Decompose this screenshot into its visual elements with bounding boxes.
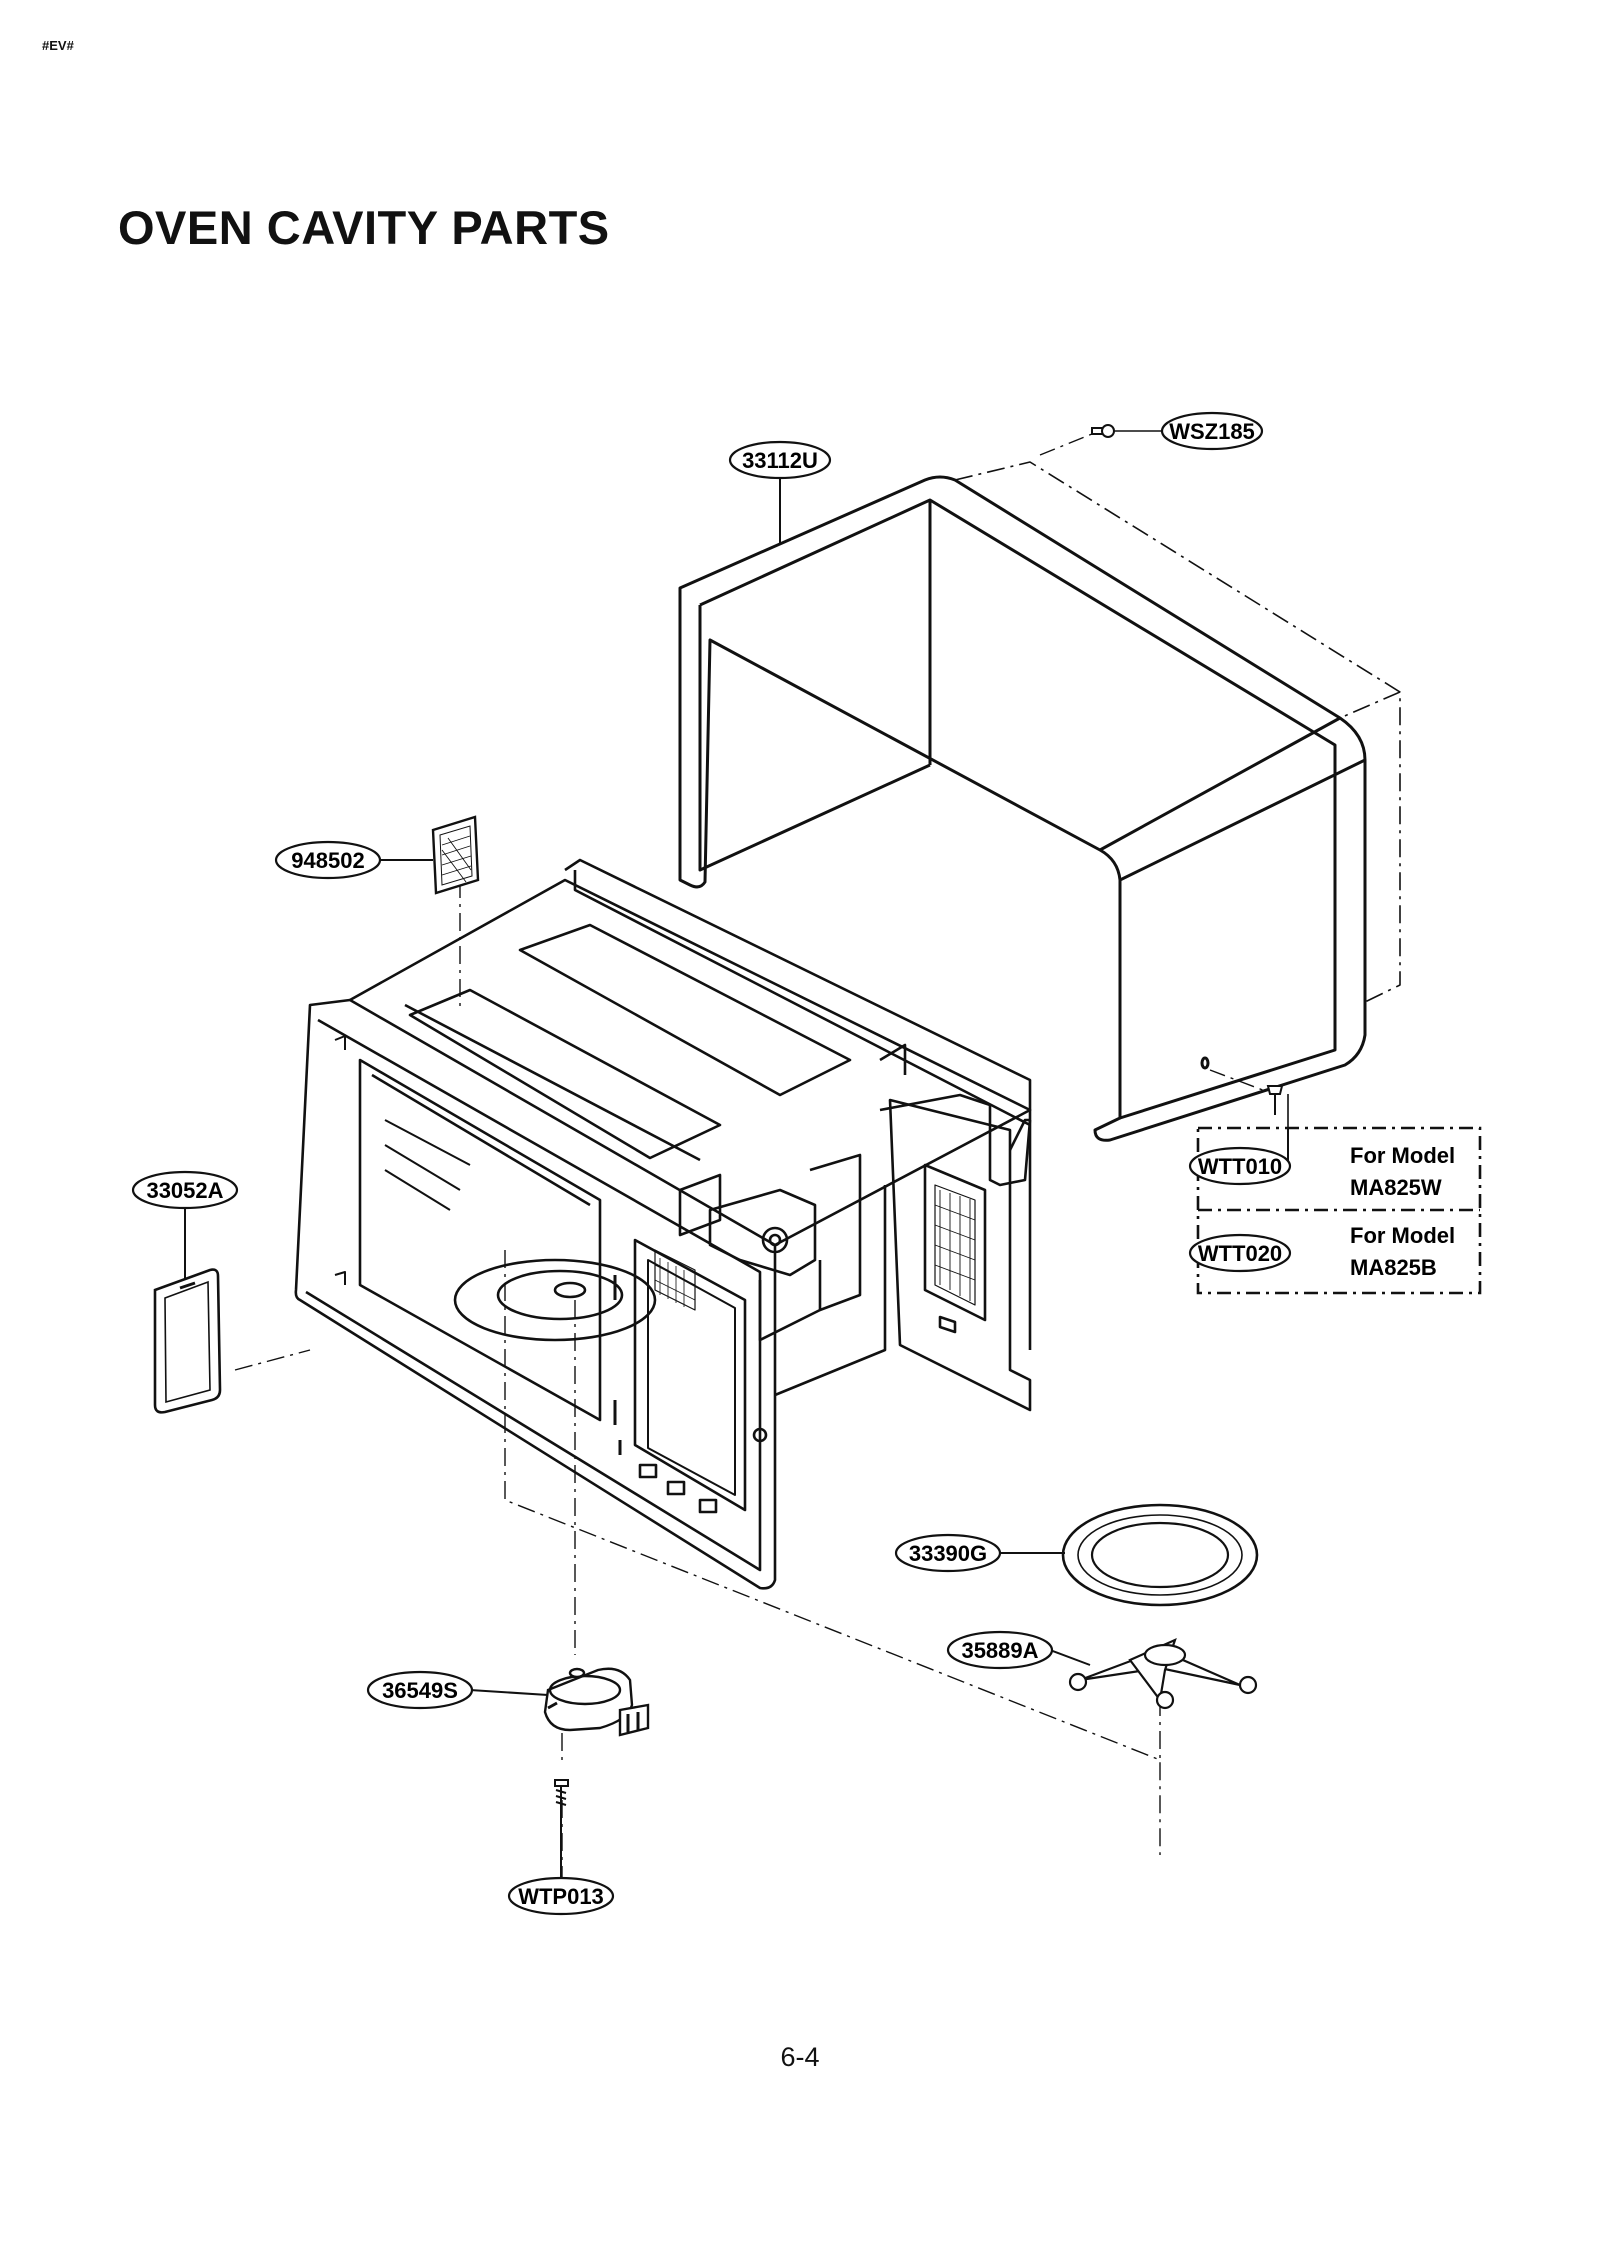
svg-text:WTP013: WTP013: [518, 1884, 604, 1909]
part-label-36549s: 36549S: [366, 1670, 474, 1710]
svg-text:35889A: 35889A: [961, 1638, 1038, 1663]
model-note-2b: MA825B: [1350, 1255, 1437, 1280]
part-948502-drawing: [431, 815, 480, 895]
svg-text:948502: 948502: [291, 848, 364, 873]
part-36549s-drawing: [543, 1667, 650, 1737]
model-notes-box: [1196, 1126, 1482, 1295]
part-label-948502: 948502: [274, 840, 382, 880]
page-number: 6-4: [780, 2042, 820, 2072]
oven-cavity-drawing: [294, 858, 1032, 1590]
screw-wtt010-drawing: [1209, 1069, 1289, 1128]
screw-wtp013-drawing: [554, 1779, 569, 1808]
part-label-wtt010: WTT010: [1188, 1146, 1292, 1186]
screw-wsz185-drawing: [1039, 424, 1162, 456]
svg-text:33112U: 33112U: [742, 448, 818, 473]
part-33390g-drawing: [1061, 1503, 1259, 1607]
svg-text:WSZ185: WSZ185: [1169, 419, 1255, 444]
document-code: #EV#: [42, 38, 74, 53]
part-label-wtp013: WTP013: [507, 1876, 615, 1916]
part-label-wsz185: WSZ185: [1160, 411, 1264, 451]
model-note-1b: MA825W: [1350, 1175, 1442, 1200]
svg-text:WTT020: WTT020: [1198, 1241, 1282, 1266]
part-33052a-drawing: [153, 1268, 222, 1414]
part-label-33112u: 33112U: [728, 440, 832, 480]
svg-text:WTT010: WTT010: [1198, 1154, 1282, 1179]
model-note-2a: For Model: [1350, 1223, 1455, 1248]
outer-case-drawing: [678, 461, 1401, 1142]
svg-text:33390G: 33390G: [909, 1541, 987, 1566]
svg-text:36549S: 36549S: [382, 1678, 458, 1703]
part-label-33390g: 33390G: [894, 1533, 1002, 1573]
part-label-35889a: 35889A: [946, 1630, 1054, 1670]
assembly-lines: [234, 880, 1161, 1890]
model-note-1a: For Model: [1350, 1143, 1455, 1168]
page-title: OVEN CAVITY PARTS: [118, 201, 610, 254]
part-label-33052a: 33052A: [131, 1170, 239, 1210]
svg-text:33052A: 33052A: [146, 1178, 223, 1203]
part-label-wtt020: WTT020: [1188, 1233, 1292, 1273]
part-35889a-drawing: [1068, 1637, 1258, 1710]
